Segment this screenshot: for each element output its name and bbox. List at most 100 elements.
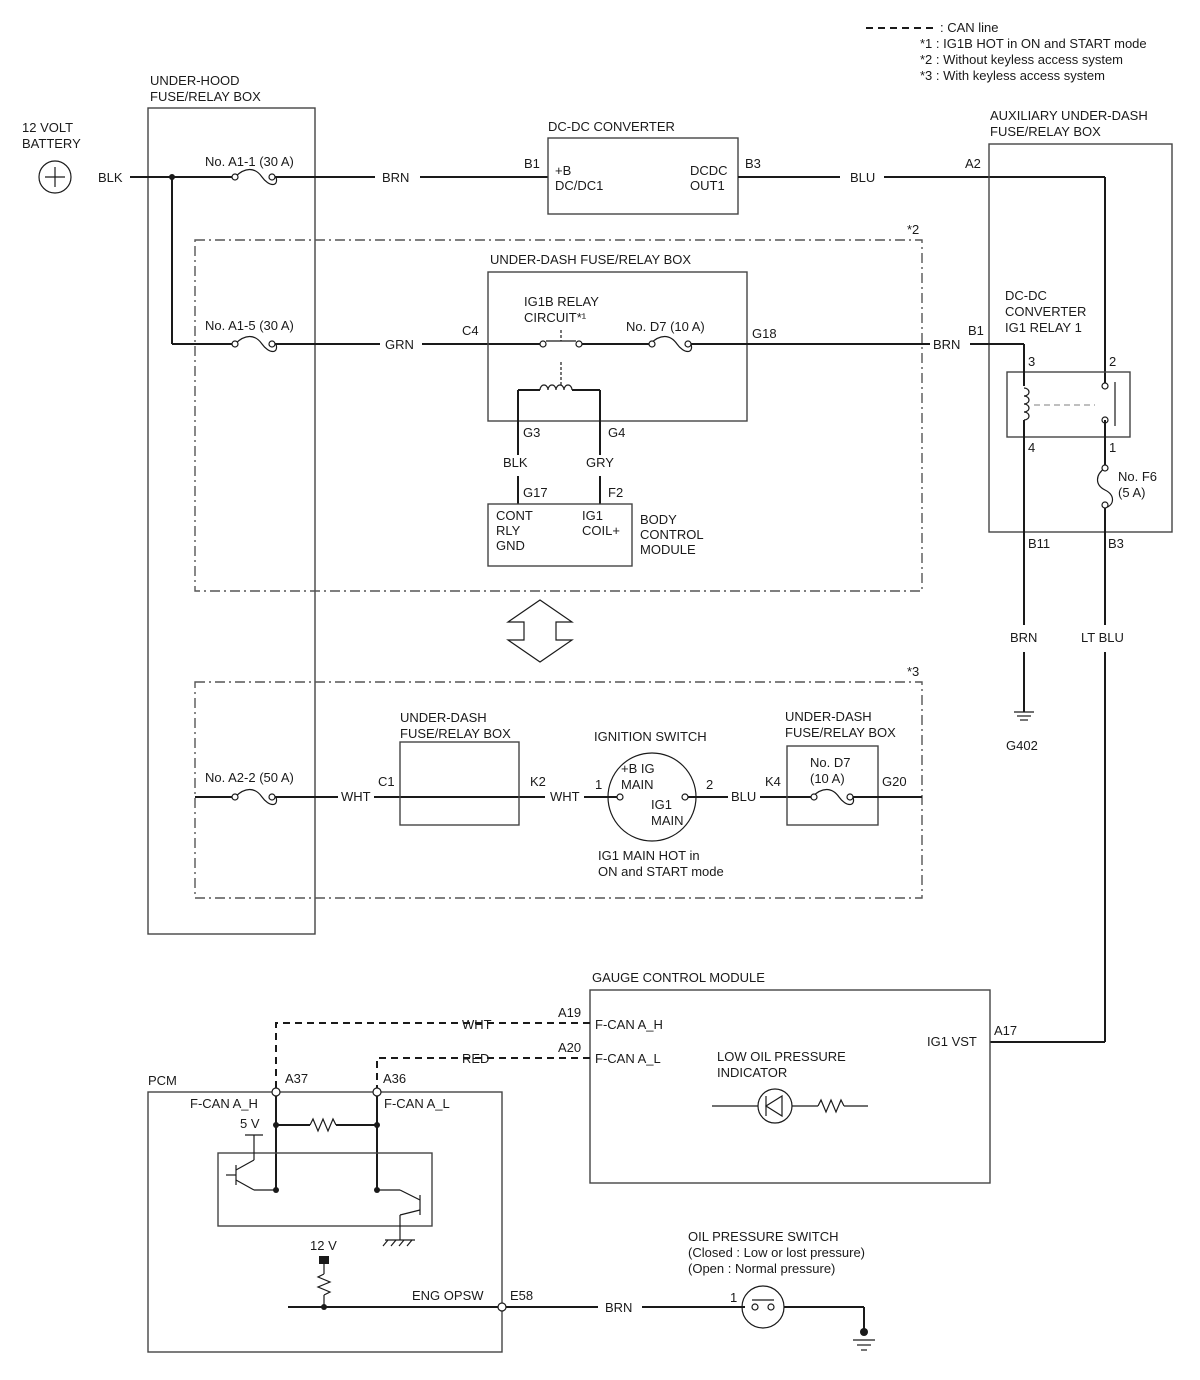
dcdc-pin-b3: B3 <box>745 156 761 171</box>
pin-f2: F2 <box>608 485 623 500</box>
pcm-12v: 12 V <box>310 1238 337 1253</box>
ground-g402: G402 <box>1006 738 1038 753</box>
pin-k2: K2 <box>530 774 546 789</box>
pcm-fcan-l: F-CAN A_L <box>384 1096 450 1111</box>
dcdc-pin-b1: B1 <box>524 156 540 171</box>
bcm-title-1: BODY <box>640 512 677 527</box>
dcdc-title: DC-DC CONVERTER <box>548 119 675 134</box>
fuse-a2-2-icon <box>234 788 278 806</box>
legend-can-line: : CAN line <box>940 20 999 35</box>
fuse-d7b-label-1: No. D7 <box>810 755 850 770</box>
resistor-icon <box>817 1098 845 1114</box>
under-dash-box-b <box>786 745 879 826</box>
battery-label-1: 12 VOLT <box>22 120 73 135</box>
low-oil-indicator-icon <box>757 1088 793 1124</box>
supply-icon <box>319 1256 329 1264</box>
ign-note-2: ON and START mode <box>598 864 724 879</box>
relay-pin-1: 1 <box>1109 440 1116 455</box>
fuse-f6-icon <box>1096 467 1114 509</box>
udb-a-title-1: UNDER-DASH <box>400 710 487 725</box>
fuse-d7b-icon <box>811 788 855 806</box>
legend-note-3: *3 : With keyless access system <box>920 68 1105 83</box>
section-without-keyless: *2 UNDER-DASH FUSE/RELAY BOX IG1B RELAY … <box>194 222 960 592</box>
fuse-a1-1-label: No. A1-1 (30 A) <box>205 154 294 169</box>
aux-pin-b11: B11 <box>1028 536 1050 551</box>
wire-brn-g18: BRN <box>933 337 960 352</box>
pin-g3: G3 <box>523 425 540 440</box>
wire-brn-opsw: BRN <box>605 1300 632 1315</box>
legend: : CAN line *1 : IG1B HOT in ON and START… <box>866 20 1147 83</box>
dcdc-converter: DC-DC CONVERTER B1 +B DC/DC1 DCDC OUT1 B… <box>524 119 761 215</box>
fuse-f6-label-1: No. F6 <box>1118 469 1157 484</box>
dcdc-in-1: +B <box>555 163 571 178</box>
pcm-title: PCM <box>148 1073 177 1088</box>
can-h-line <box>275 1022 590 1092</box>
gauge-title: GAUGE CONTROL MODULE <box>592 970 765 985</box>
wire-gry-g4: GRY <box>586 455 614 470</box>
ig1b-relay-label-1: IG1B RELAY <box>524 294 599 309</box>
legend-note-1: *1 : IG1B HOT in ON and START mode <box>920 36 1147 51</box>
fuse-a2-2-label: No. A2-2 (50 A) <box>205 770 294 785</box>
pullup-resistor-icon <box>316 1273 332 1296</box>
pcm-pin-e58: E58 <box>510 1288 533 1303</box>
switch-label-3: IG1 <box>651 797 672 812</box>
ign-note-1: IG1 MAIN HOT in <box>598 848 700 863</box>
termination-resistor-icon <box>309 1117 337 1133</box>
switch-pin-1: 1 <box>595 777 602 792</box>
wire-wht-can: WHT <box>462 1017 492 1032</box>
battery-icon <box>38 160 72 194</box>
fuse-d7-label: No. D7 (10 A) <box>626 319 705 334</box>
under-dash-fuse-relay-box <box>487 271 748 422</box>
body-control-module <box>487 503 633 567</box>
pin-g17: G17 <box>523 485 548 500</box>
oil-switch-pin-1: 1 <box>730 1290 737 1305</box>
section-with-keyless: *3 WHT WHT UNDER-DASH FUSE/RELAY BOX C1 … <box>194 664 923 899</box>
fuse-a1-5-label: No. A1-5 (30 A) <box>205 318 294 333</box>
wire-wht-c1: WHT <box>341 789 371 804</box>
aux-pin-b1: B1 <box>968 323 984 338</box>
switch-label-1: +B IG <box>621 761 655 776</box>
wire-blu-dcdc: BLU <box>850 170 875 185</box>
pin-c4: C4 <box>462 323 479 338</box>
relay-coil-icon <box>1023 387 1030 421</box>
gauge-ig1vst: IG1 VST <box>927 1034 977 1049</box>
relay-pin-4: 4 <box>1028 440 1035 455</box>
bcm-pin-left-2: RLY <box>496 523 521 538</box>
pcm-pin-a37: A37 <box>285 1071 308 1086</box>
underhood-title-1: UNDER-HOOD <box>150 73 240 88</box>
fuse-f6-label-2: (5 A) <box>1118 485 1145 500</box>
can-transceiver <box>217 1152 433 1227</box>
ig1b-relay-coil-icon <box>539 384 573 391</box>
battery: 12 VOLT BATTERY BLK <box>22 120 123 194</box>
gauge-pin-a20: A20 <box>558 1040 581 1055</box>
ig1-relay-1 <box>1006 371 1131 438</box>
wire-brn-dcdc: BRN <box>382 170 409 185</box>
wire-brn-ground: BRN <box>1010 630 1037 645</box>
udb-title: UNDER-DASH FUSE/RELAY BOX <box>490 252 691 267</box>
relay-title-1: DC-DC <box>1005 288 1047 303</box>
bcm-pin-left-1: CONT <box>496 508 533 523</box>
bcm-title-2: CONTROL <box>640 527 704 542</box>
pcm-fcan-h: F-CAN A_H <box>190 1096 258 1111</box>
gauge-fcan-h: F-CAN A_H <box>595 1017 663 1032</box>
aux-pin-b3: B3 <box>1108 536 1124 551</box>
pin-g4: G4 <box>608 425 625 440</box>
under-dash-box-a <box>399 741 520 826</box>
dcdc-out-2: OUT1 <box>690 178 725 193</box>
pcm-pin-a36: A36 <box>383 1071 406 1086</box>
wire-lt-blu: LT BLU <box>1081 630 1124 645</box>
bcm-title-3: MODULE <box>640 542 696 557</box>
pin-g20: G20 <box>882 774 907 789</box>
wire-wht-k2: WHT <box>550 789 580 804</box>
lop-label-1: LOW OIL PRESSURE <box>717 1049 846 1064</box>
udb-a-title-2: FUSE/RELAY BOX <box>400 726 511 741</box>
fuse-d7b-label-2: (10 A) <box>810 771 845 786</box>
oil-pressure-switch: OIL PRESSURE SWITCH (Closed : Low or los… <box>688 1229 875 1351</box>
dcdc-out-1: DCDC <box>690 163 728 178</box>
aux-title-2: FUSE/RELAY BOX <box>990 124 1101 139</box>
aux-title-1: AUXILIARY UNDER-DASH <box>990 108 1148 123</box>
gauge-fcan-l: F-CAN A_L <box>595 1051 661 1066</box>
bcm-pin-left-3: GND <box>496 538 525 553</box>
underhood-fuse-relay-box: UNDER-HOOD FUSE/RELAY BOX No. A1-1 (30 A… <box>147 73 316 935</box>
